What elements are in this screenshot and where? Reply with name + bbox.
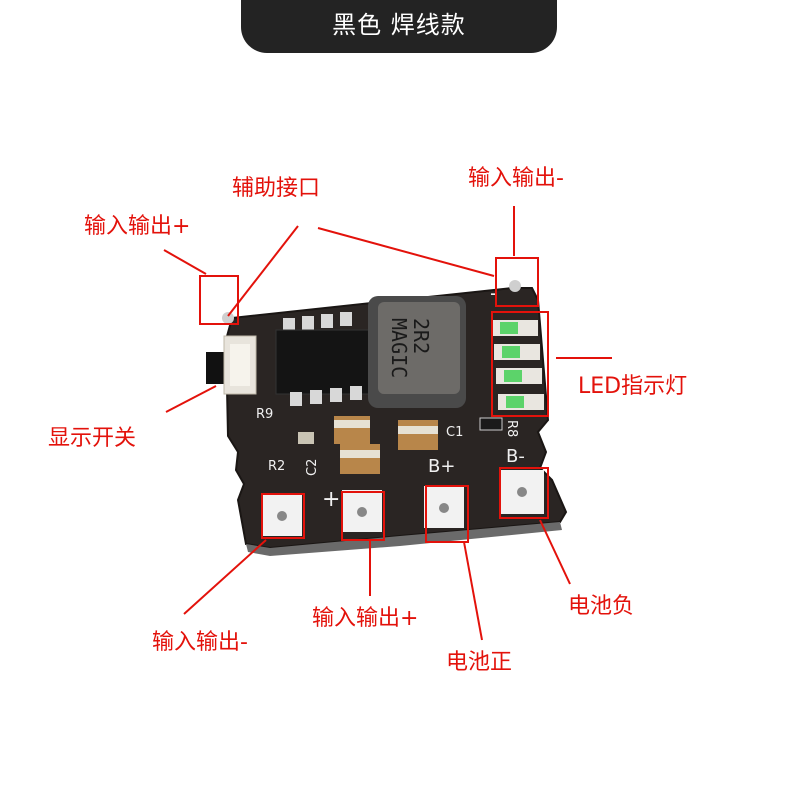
silk-minus: - (490, 281, 497, 305)
box-io-plus-top (199, 275, 239, 325)
silk-b-minus: B- (506, 446, 525, 467)
slide-switch (206, 335, 257, 395)
inductor-marking-2: 2R2 (409, 318, 433, 354)
pad-top-right (509, 280, 521, 292)
box-io-minus-bottom (261, 493, 305, 539)
silk-r2: R2 (268, 459, 285, 474)
inductor: MAGIC 2R2 (368, 296, 466, 408)
box-io-plus-bottom (341, 491, 385, 541)
box-io-minus-top (495, 257, 539, 307)
label-io-minus-top: 输入输出- (468, 166, 564, 191)
inductor-marking-1: MAGIC (387, 318, 411, 378)
silk-b-plus: B+ (428, 456, 455, 477)
silk-plus: + (322, 487, 340, 512)
label-led-indicator: LED指示灯 (578, 374, 688, 399)
silk-r8: R8 (504, 420, 519, 437)
pad-top-left (222, 312, 234, 324)
leader-lines (163, 206, 612, 641)
silk-c2: C2 (305, 459, 320, 476)
product-title-banner: 黑色 焊线款 (241, 0, 557, 53)
led-array (492, 320, 544, 410)
silk-c1: C1 (446, 425, 463, 440)
label-io-minus-bottom: 输入输出- (152, 630, 248, 655)
label-aux-port: 辅助接口 (232, 176, 321, 201)
box-leds (491, 311, 549, 417)
label-battery-plus: 电池正 (446, 650, 513, 675)
capacitors (298, 416, 503, 474)
box-battery-minus (499, 467, 549, 519)
ic-chip (275, 312, 371, 406)
box-battery-plus (425, 485, 469, 543)
label-io-plus-bottom: 输入输出+ (312, 606, 419, 631)
bottom-pads (262, 470, 544, 536)
silkscreen: R9 R2 C2 C1 R8 B+ B- + - (256, 281, 525, 512)
label-io-plus-top: 输入输出+ (84, 214, 191, 239)
silk-r9: R9 (256, 407, 273, 422)
callout-boxes (199, 257, 549, 543)
label-battery-minus: 电池负 (568, 594, 635, 619)
label-display-switch: 显示开关 (48, 426, 137, 451)
product-title: 黑色 焊线款 (332, 11, 466, 39)
